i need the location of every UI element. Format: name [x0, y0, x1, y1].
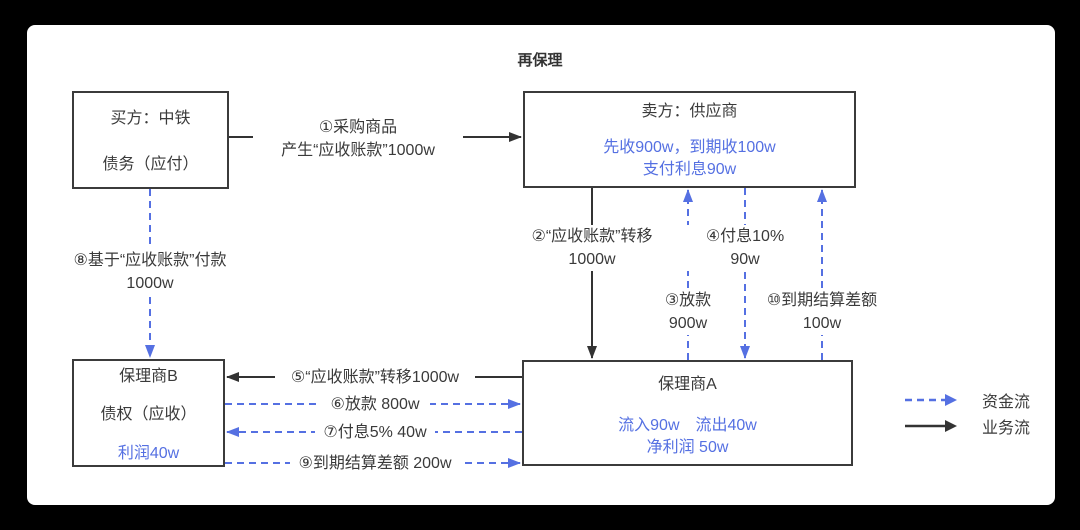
buyer-box-line1: 买方：中铁 [110, 110, 191, 127]
edge-label-4: ④付息10% 90w [683, 225, 807, 271]
edge-label-7: ⑦付息5% 40w [315, 421, 435, 444]
seller-box-title: 卖方：供应商 [641, 103, 738, 120]
edge-label-10: ⑩到期结算差额 100w [752, 289, 892, 335]
factor-b-box: 保理商B 债权（应收） 利润40w [72, 359, 225, 467]
edge-label-2-line2: 1000w [568, 251, 616, 268]
edge-label-2-line1: ②“应收账款”转移 [531, 228, 653, 245]
edge-label-3-line1: ③放款 [664, 292, 712, 309]
legend-business-label: 业务流 [982, 420, 1031, 437]
factor-a-note1: 流入90w 流出40w [618, 417, 757, 434]
edge-label-3-line2: 900w [668, 315, 708, 332]
factor-a-title: 保理商A [658, 376, 717, 393]
edge-label-6: ⑥放款 800w [320, 393, 430, 416]
factor-b-title: 保理商B [119, 368, 178, 385]
edge-label-1: ①采购商品 产生“应收账款”1000w [253, 116, 463, 162]
edge-label-3: ③放款 900w [643, 289, 733, 335]
edge-label-8-line1: ⑧基于“应收账款”付款 [73, 252, 227, 269]
seller-box-note1: 先收900w，到期收100w [603, 139, 776, 156]
buyer-box: 买方：中铁 债务（应付） [72, 91, 229, 189]
legend-money-flow: 资金流 [905, 389, 1030, 411]
edge-label-10-line1: ⑩到期结算差额 [766, 292, 878, 309]
edge-label-2: ②“应收账款”转移 1000w [512, 225, 672, 271]
edge-label-4-line2: 90w [730, 251, 760, 268]
factor-b-note: 利润40w [117, 445, 180, 462]
factor-a-box: 保理商A 流入90w 流出40w 净利润 50w [522, 360, 853, 466]
seller-box-note2: 支付利息90w [642, 161, 737, 178]
business-flow-arrow-icon [905, 420, 957, 432]
seller-box: 卖方：供应商 先收900w，到期收100w 支付利息90w [523, 91, 856, 188]
factor-a-note2: 净利润 50w [646, 439, 729, 456]
legend-business-flow: 业务流 [905, 415, 1030, 437]
edge-label-9: ⑨到期结算差额 200w [290, 452, 460, 475]
edge-label-4-line1: ④付息10% [705, 228, 785, 245]
diagram-title: 再保理 [517, 52, 563, 69]
edge-label-10-line2: 100w [802, 315, 842, 332]
diagram-canvas: 再保理 买方：中铁 债务（应付） 卖方：供应商 先收900w，到期收100w 支… [27, 25, 1055, 505]
edge-label-8: ⑧基于“应收账款”付款 1000w [60, 249, 240, 295]
buyer-box-line2: 债务（应付） [102, 156, 199, 173]
legend-money-label: 资金流 [982, 394, 1031, 411]
edge-label-8-line2: 1000w [126, 275, 174, 292]
edge-label-5: ⑤“应收账款”转移1000w [275, 366, 475, 389]
factor-b-line2: 债权（应收） [100, 406, 197, 423]
edge-label-1-line1: ①采购商品 [318, 119, 398, 136]
edge-label-1-line2: 产生“应收账款”1000w [281, 142, 435, 159]
money-flow-arrow-icon [905, 394, 957, 406]
